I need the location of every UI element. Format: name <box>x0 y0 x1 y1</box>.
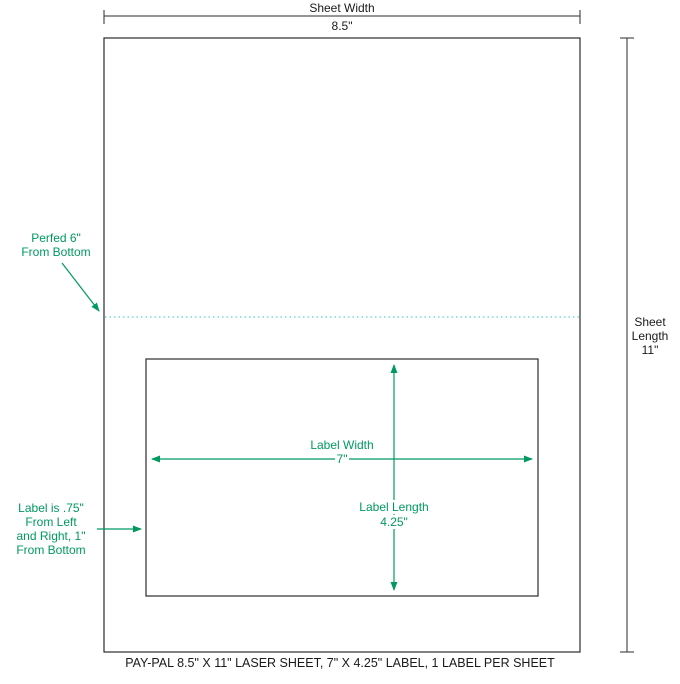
label-length-value: 4.25" <box>378 515 410 529</box>
sheet-width-label: Sheet Width <box>309 1 375 15</box>
perf-note: Perfed 6" From Bottom <box>21 231 91 259</box>
sheet-length-dimension <box>620 37 634 653</box>
perf-pointer-arrow <box>61 262 100 312</box>
label-width-value: 7" <box>334 452 350 466</box>
sheet-length-note: Sheet Length 11" <box>631 315 669 357</box>
sheet-width-dimension <box>103 10 581 24</box>
label-margin-note: Label is .75" From Left and Right, 1" Fr… <box>16 501 86 557</box>
sheet-outline <box>103 37 581 653</box>
label-width-label: Label Width <box>310 438 374 452</box>
label-outline <box>145 358 539 597</box>
diagram-caption: PAY-PAL 8.5" X 11" LASER SHEET, 7" X 4.2… <box>125 656 555 670</box>
label-length-label: Label Length <box>357 500 431 514</box>
sheet-width-value: 8.5" <box>331 19 353 33</box>
